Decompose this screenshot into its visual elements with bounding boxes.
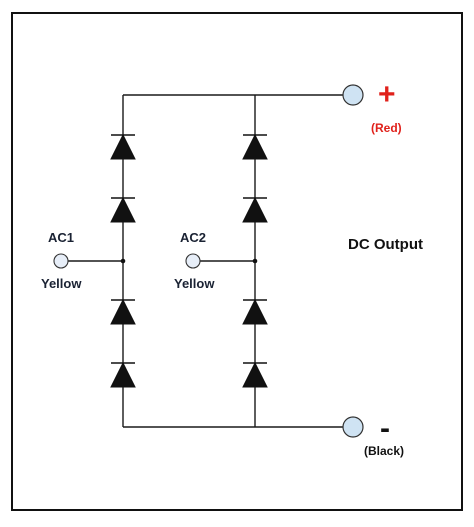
diode-left-3 [110,298,136,325]
ac1-color-label: Yellow [41,276,82,291]
ac2-terminal [185,253,201,269]
diode-left-4 [110,361,136,388]
ac2-label: AC2 [180,230,206,245]
ac1-label: AC1 [48,230,74,245]
negative-color-label: (Black) [364,444,404,458]
positive-terminal [342,84,364,106]
negative-symbol: - [380,412,390,445]
ac2-color-label: Yellow [174,276,215,291]
diode-right-1 [242,133,268,160]
positive-symbol: + [378,78,396,111]
ac1-junction [120,258,126,264]
ac2-junction [252,258,258,264]
diode-left-1 [110,133,136,160]
dc-output-title: DC Output [348,236,423,253]
positive-color-label: (Red) [371,121,402,135]
diode-left-2 [110,196,136,223]
diagram-frame [11,12,463,511]
negative-terminal [342,416,364,438]
diode-right-3 [242,298,268,325]
diode-right-2 [242,196,268,223]
diode-right-4 [242,361,268,388]
ac1-terminal [53,253,69,269]
